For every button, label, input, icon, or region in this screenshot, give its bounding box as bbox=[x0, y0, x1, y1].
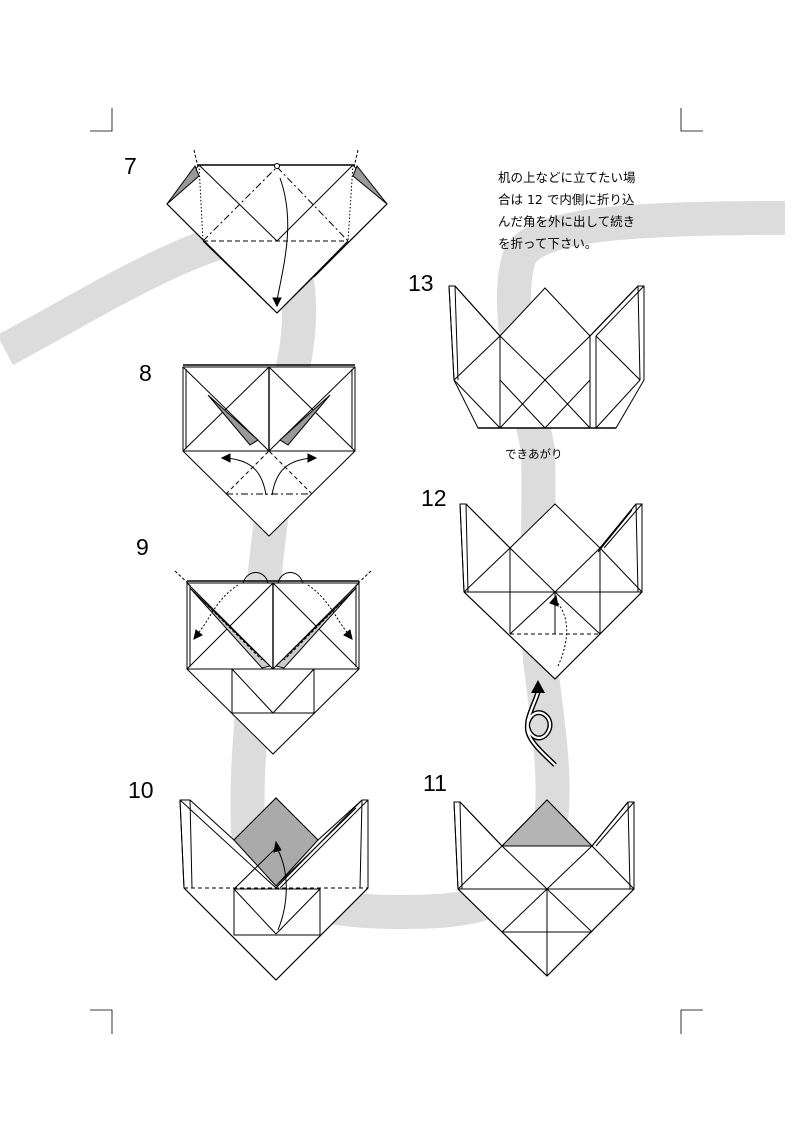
step-number-11: 11 bbox=[423, 770, 447, 796]
note-line-1: 机の上などに立てたい場 bbox=[498, 170, 636, 185]
crop-marks bbox=[90, 108, 703, 1034]
step-7-diagram bbox=[166, 149, 388, 314]
step-12-diagram bbox=[459, 503, 643, 680]
step-number-13: 13 bbox=[408, 270, 434, 296]
note-line-2: 合は 12 で内側に折り込 bbox=[498, 192, 635, 207]
step-number-9: 9 bbox=[136, 534, 149, 560]
instruction-note: 机の上などに立てたい場 合は 12 で内側に折り込 んだ角を外に出して続き を折… bbox=[498, 167, 673, 255]
step-number-10: 10 bbox=[128, 777, 154, 803]
note-line-3: んだ角を外に出して続き bbox=[498, 214, 636, 229]
flow-path-band bbox=[0, 201, 786, 930]
note-line-4: を折って下さい。 bbox=[498, 236, 598, 251]
step-8-diagram bbox=[182, 364, 356, 537]
step-number-8: 8 bbox=[139, 360, 152, 386]
step-11-diagram bbox=[453, 799, 635, 977]
step-13-diagram bbox=[448, 285, 645, 429]
finished-caption: できあがり bbox=[505, 447, 563, 461]
step-number-7: 7 bbox=[124, 153, 137, 179]
turn-over-icon bbox=[524, 680, 557, 767]
step-9-diagram bbox=[174, 570, 372, 755]
step-10-diagram bbox=[179, 797, 369, 981]
step-number-12: 12 bbox=[421, 485, 447, 511]
